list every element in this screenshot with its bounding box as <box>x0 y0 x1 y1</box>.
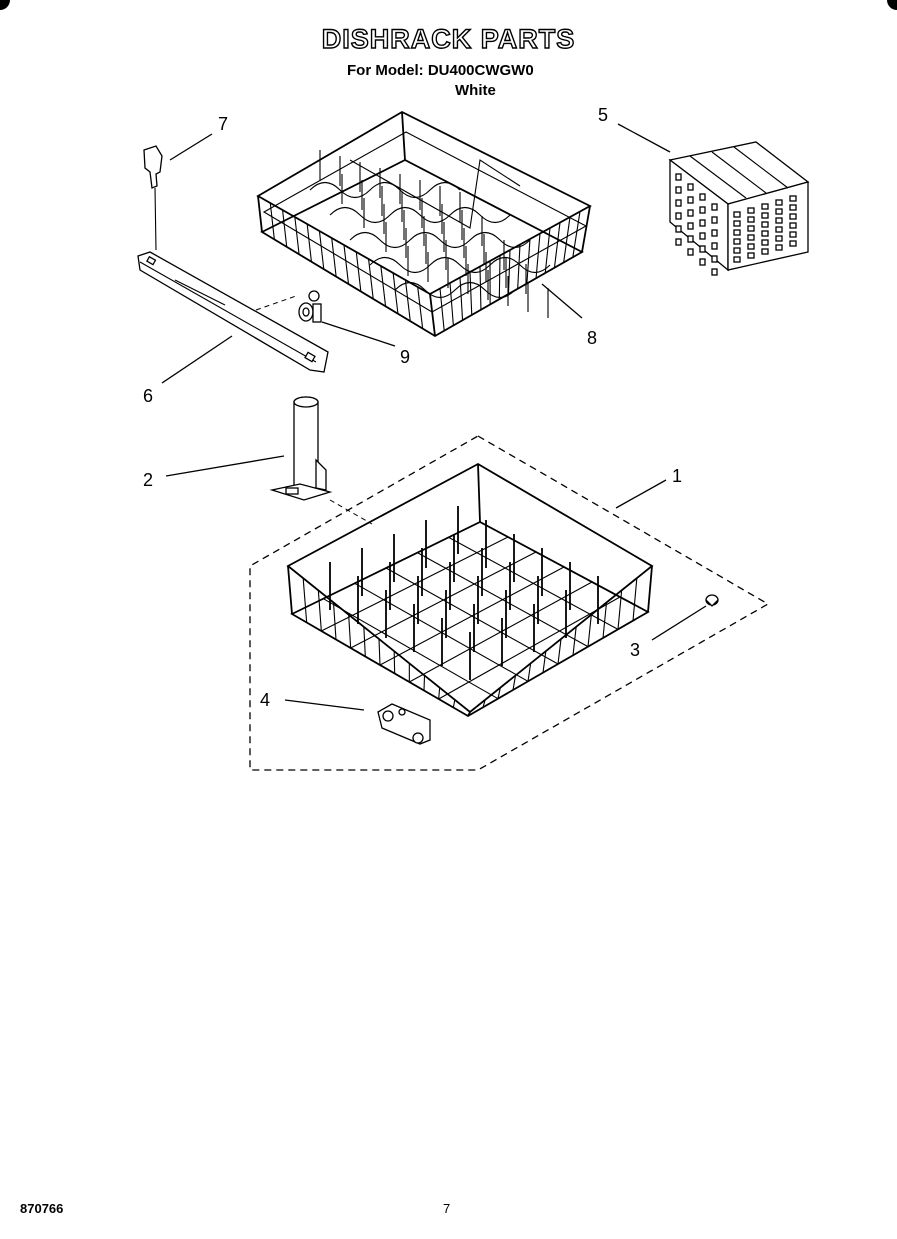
leader-6 <box>161 335 233 384</box>
leader-3 <box>651 605 707 641</box>
part-2-support-post <box>269 396 333 501</box>
leader-4 <box>284 699 365 711</box>
part-4-roller-clip <box>377 703 431 745</box>
callout-8: 8 <box>587 328 597 348</box>
callout-1: 1 <box>672 466 682 486</box>
lower-rack-assembly-outline <box>249 435 770 771</box>
part-1-lower-rack <box>286 462 654 718</box>
callout-3: 3 <box>630 640 640 660</box>
model-line: For Model: DU400CWGW0 <box>347 62 534 79</box>
corner-mark-left <box>0 0 10 10</box>
callout-9: 9 <box>400 347 410 367</box>
page-number: 7 <box>443 1201 451 1216</box>
corner-mark-right <box>887 0 897 10</box>
callout-5: 5 <box>598 105 608 125</box>
leader-5 <box>617 123 671 153</box>
callout-2: 2 <box>143 470 153 490</box>
callout-6: 6 <box>143 386 153 406</box>
leader-2 <box>165 455 285 477</box>
callout-7: 7 <box>218 114 228 134</box>
track-alignment-line <box>255 295 297 311</box>
part-7-rack-stop <box>143 145 163 251</box>
leader-1 <box>615 479 667 509</box>
part-6-rack-track <box>137 251 329 373</box>
part-8-upper-rack <box>256 110 592 338</box>
leader-7 <box>169 133 213 161</box>
callout-4: 4 <box>260 690 270 710</box>
leader-9 <box>321 321 396 347</box>
part-5-silverware-basket <box>668 141 810 276</box>
color-line: White <box>455 82 496 99</box>
part-9-roller <box>298 290 322 323</box>
leader-8 <box>541 283 583 319</box>
footer-code: 870766 <box>20 1201 64 1216</box>
page-title: DISHRACK PARTS <box>321 23 576 54</box>
post-alignment-line <box>329 499 373 525</box>
part-3-wheel <box>705 594 719 607</box>
